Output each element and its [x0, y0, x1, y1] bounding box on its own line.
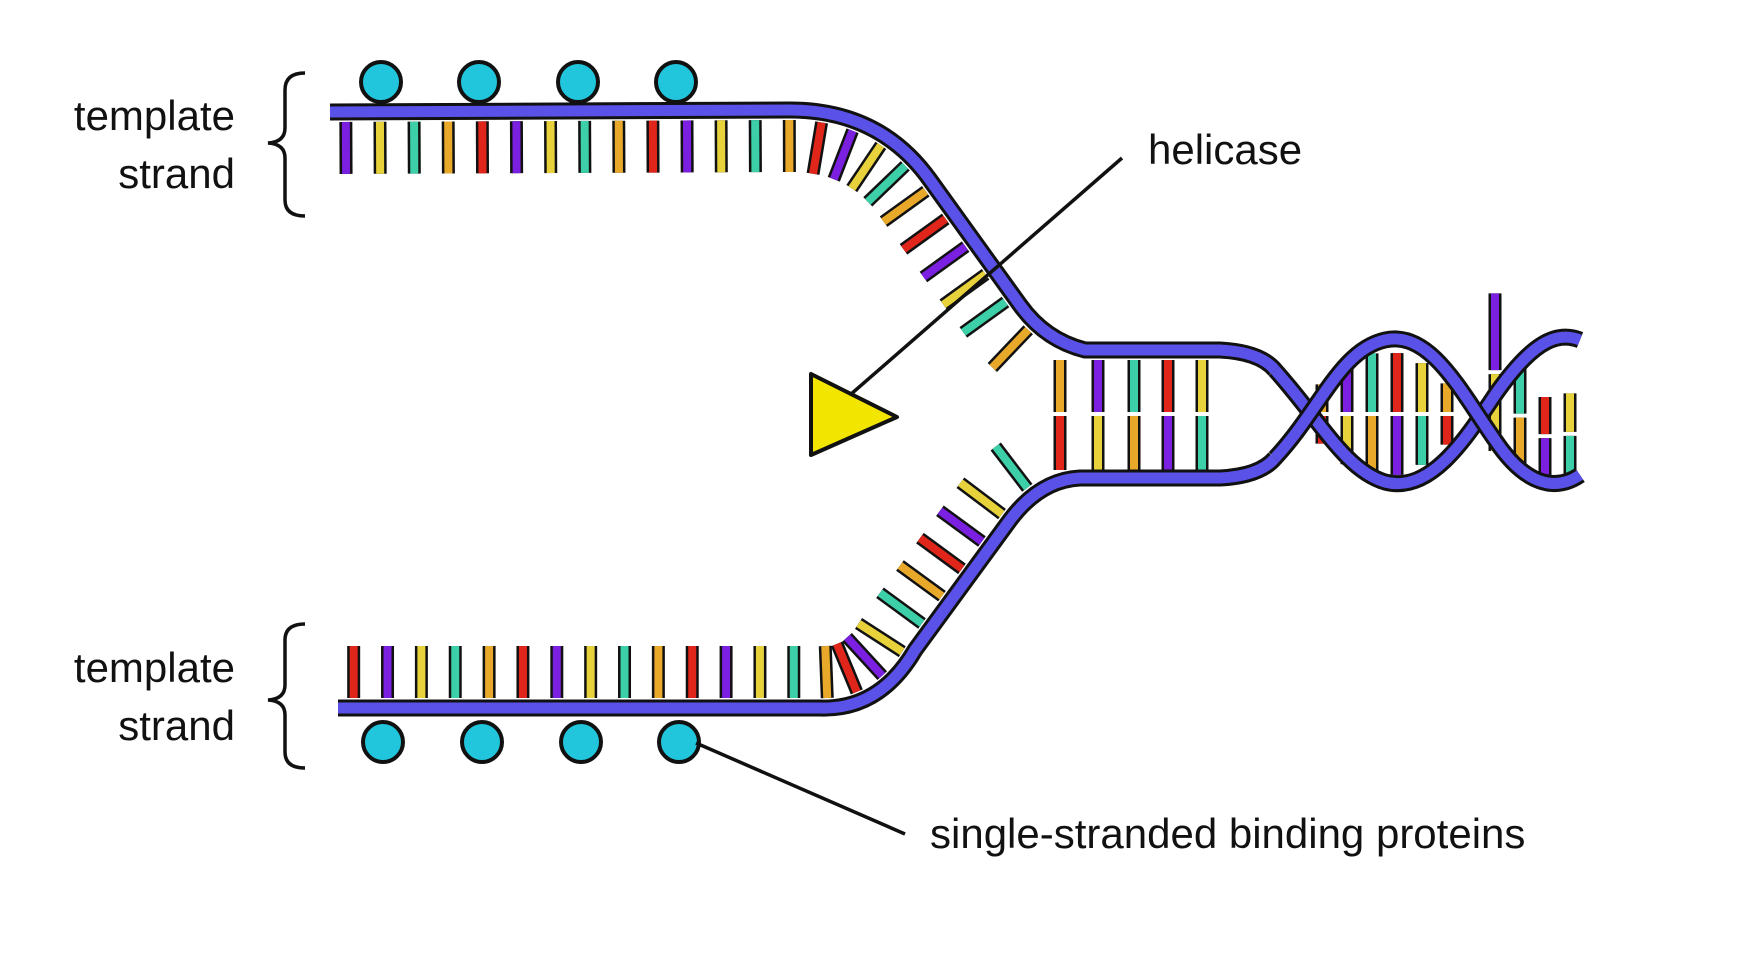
top-template-backbone-outline — [330, 110, 1275, 370]
top-base-19 — [904, 219, 946, 249]
top-base-20 — [923, 247, 965, 277]
helicase-label: helicase — [1148, 126, 1302, 173]
top-template-label-line1: template — [74, 92, 235, 139]
bottom-template-label-line1: template — [74, 644, 235, 691]
top-base-18 — [884, 191, 926, 221]
top-base-16 — [852, 145, 881, 188]
bottom-template-backbone — [338, 458, 1275, 708]
bottom-base-14 — [825, 646, 827, 698]
bottom-base-19 — [900, 565, 942, 596]
bottom-base-22 — [960, 483, 1002, 514]
top-protein-icon-3 — [656, 62, 696, 102]
top-protein-icon-1 — [459, 62, 499, 102]
bottom-protein-icon-0 — [363, 722, 403, 762]
bottom-protein-icon-1 — [462, 722, 502, 762]
top-protein-icon-0 — [361, 62, 401, 102]
ssb-pointer-line — [696, 743, 905, 834]
bottom-base-20 — [920, 538, 962, 569]
bottom-base-18 — [880, 593, 922, 624]
top-template-brace — [268, 73, 305, 216]
bottom-protein-icon-2 — [561, 722, 601, 762]
helicase-pointer-line — [850, 158, 1122, 395]
top-base-21 — [943, 274, 985, 304]
bottom-template-backbone-outline — [338, 458, 1275, 708]
bottom-template-label-line2: strand — [118, 702, 235, 749]
top-base-23 — [992, 330, 1028, 368]
bottom-protein-icon-3 — [659, 722, 699, 762]
top-template-label-line2: strand — [118, 150, 235, 197]
bottom-template-brace — [268, 624, 305, 768]
top-base-22 — [963, 302, 1005, 332]
bottom-base-21 — [940, 511, 982, 542]
top-protein-icon-2 — [558, 62, 598, 102]
bottom-base-23 — [996, 447, 1028, 488]
top-base-17 — [868, 166, 905, 202]
helicase-triangle-icon — [811, 374, 897, 455]
top-template-backbone — [330, 110, 1275, 370]
ssb-label: single-stranded binding proteins — [930, 810, 1525, 857]
